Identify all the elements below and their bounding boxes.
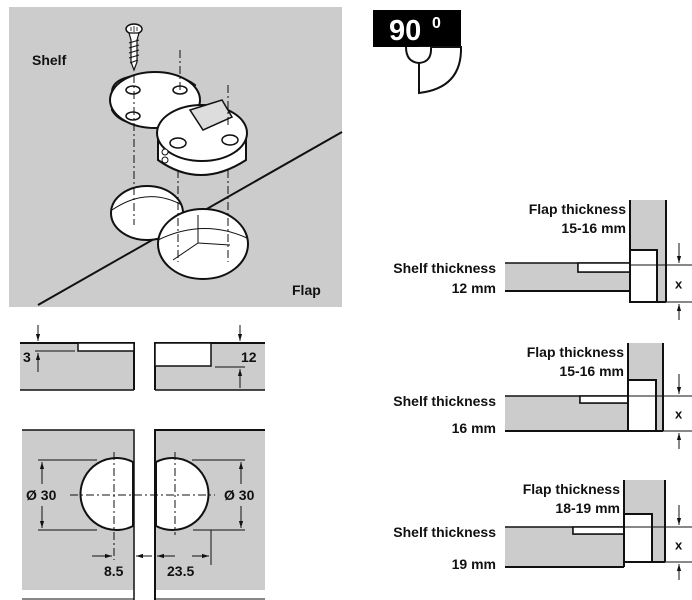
shelf-thickness-value: 12 mm	[452, 280, 496, 296]
angle-value: 90	[389, 15, 421, 47]
flap-thickness-label: Flap thickness	[527, 344, 624, 360]
drilled-recess	[110, 185, 249, 280]
dimension-x-label: x	[675, 538, 683, 553]
opening-angle-quarter-circle-icon	[405, 46, 463, 95]
shelf-thickness-label: Shelf thickness	[393, 393, 496, 409]
shelf-thickness-label: Shelf thickness	[393, 260, 496, 276]
profile-left-depth-3: 3	[20, 325, 135, 391]
left-bore-offset: 8.5	[104, 563, 124, 579]
flap-hinge-body	[109, 71, 248, 176]
cross-section-3: x Flap thickness 18-19 mm Shelf thickness 19…	[393, 480, 692, 580]
flap-thickness-value: 15-16 mm	[559, 363, 624, 379]
left-bore-hole	[79, 457, 134, 531]
flap-thickness-value: 18-19 mm	[555, 500, 620, 516]
shelf-thickness-label: Shelf thickness	[393, 524, 496, 540]
cross-section-2: x Flap thickness 15-16 mm Shelf thickness 16…	[393, 343, 692, 449]
right-bore-offset: 23.5	[167, 563, 194, 579]
hinge-insert	[627, 379, 657, 432]
shelf-label: Shelf	[32, 52, 67, 68]
profile-right-depth-12: 12	[154, 325, 265, 391]
dimension-x-label: x	[675, 407, 683, 422]
shelf-thickness-value: 19 mm	[452, 556, 496, 572]
hinge-insert	[629, 249, 658, 303]
profile-depth-12-value: 12	[241, 349, 257, 365]
flap-thickness-label: Flap thickness	[523, 481, 620, 497]
flap-label: Flap	[292, 282, 321, 298]
drilling-plan-view: Ø 30 Ø 30 8.5 23.5	[22, 429, 265, 600]
shelf-thickness-value: 16 mm	[452, 420, 496, 436]
opening-angle-badge: 90 0	[373, 10, 463, 95]
hinge-insert	[623, 513, 653, 563]
angle-badge-background	[373, 10, 461, 47]
left-bore-diameter: Ø 30	[26, 487, 57, 503]
dimension-x-label: x	[675, 277, 683, 292]
flap-thickness-value: 15-16 mm	[561, 220, 626, 236]
profile-depth-3-value: 3	[23, 349, 31, 365]
right-bore-hole	[155, 457, 210, 531]
assembly-axis-lines	[133, 50, 229, 262]
right-bore-diameter: Ø 30	[224, 487, 255, 503]
isometric-assembly-view: Shelf Flap	[9, 7, 343, 307]
angle-degree-mark: 0	[432, 15, 441, 32]
cross-section-1: x Flap thickness 15-16 mm Shelf thickness 12…	[393, 200, 692, 320]
flap-thickness-label: Flap thickness	[529, 201, 626, 217]
screw-icon	[125, 23, 143, 72]
